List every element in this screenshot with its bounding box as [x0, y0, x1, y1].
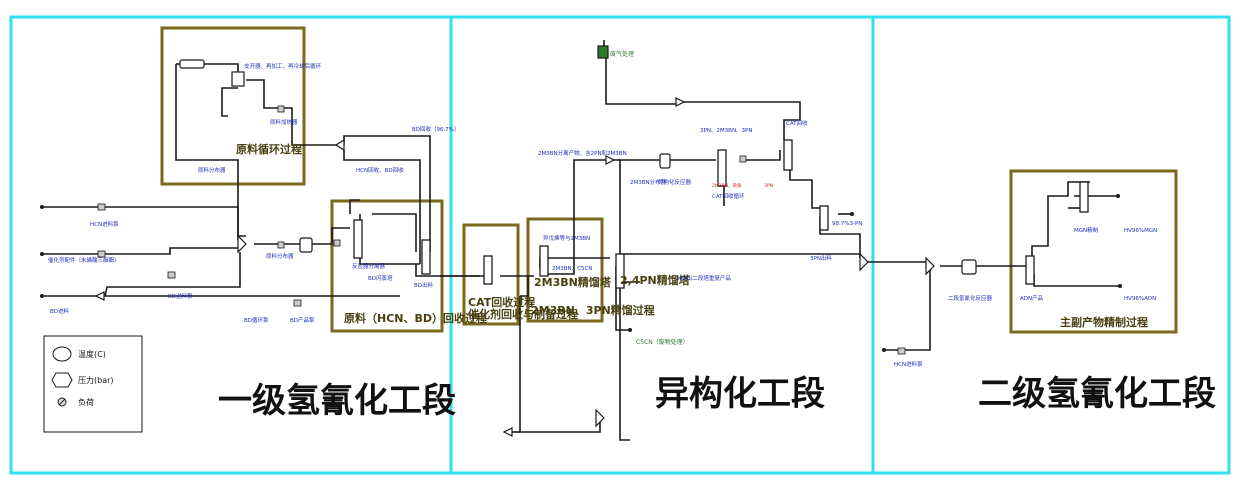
- label-raw-mixer: 原料分布器: [198, 166, 226, 174]
- caption-hcn-bd-recovery: 原料（HCN、BD）回收过程: [344, 311, 487, 325]
- endpoints: [40, 194, 1122, 352]
- label-pn-out: 3PN出料: [810, 254, 832, 262]
- label-bd-flash: BD闪蒸塔: [368, 274, 393, 282]
- label-reactor1: 反应器分离器: [352, 262, 386, 270]
- legend-temp: 温度(C): [78, 349, 106, 359]
- label-bd-out: BD出料: [414, 281, 434, 289]
- label-hv-adn: HV96%ADN: [1124, 296, 1156, 302]
- label-c5cn-feed: 2M3BN、C5CN: [552, 266, 592, 272]
- label-hcn-bd-out: HCN回收、BD回收: [356, 166, 404, 174]
- box-raw-recycle: [160, 26, 306, 186]
- section-title-second: 二级氢氰化工段: [978, 374, 1216, 414]
- label-distill-3pn: 2,4PN精馏塔: [620, 273, 691, 287]
- label-cat-recycle: CAT回收循环: [712, 192, 745, 200]
- legend-pressure: 压力(bar): [78, 375, 114, 385]
- label-side-recycle: 支开器、再加工、再冷却后循环: [244, 62, 322, 70]
- box-2m3bn-distill: [526, 217, 604, 323]
- temp-symbol: [52, 346, 72, 362]
- label-bd-recycle-top: BD回收（96.7%）: [412, 125, 459, 133]
- label-hcn-feed: HCN进料泵: [90, 220, 119, 228]
- label-mix-2m3bn: 2M3BN分布器: [630, 178, 667, 186]
- box-hcn-bd-recovery: [330, 199, 444, 333]
- label-2m3bn-top: 2M3BN分离产物、含2PN和2M3BN: [538, 149, 627, 157]
- caption-catalyst-prep: 催化剂回收与制备过程: [468, 307, 578, 321]
- label-pn-ratio: 98.7%3-PN: [832, 221, 862, 227]
- label-reactor2: 二段氢氰化反应器: [948, 294, 993, 302]
- label-bd-feed: BD进料: [50, 307, 70, 315]
- label-red-tag1: 2M3BN、杂质: [712, 182, 742, 189]
- label-bd-pump: BD进料泵: [168, 292, 193, 300]
- caption-cat-recovery: CAT回收过程: [468, 295, 535, 309]
- mixers: [94, 97, 935, 437]
- label-adn-out: ADN产品: [1020, 294, 1044, 302]
- pressure-symbol: [51, 372, 73, 388]
- label-red-tag2: 3PN: [764, 183, 773, 189]
- section-title-first: 一级氢氰化工段: [218, 381, 456, 421]
- label-raw-heater: 原料加热器: [270, 118, 298, 126]
- columns: [353, 139, 1089, 289]
- label-iso-2m3bn: 2M3BN精馏塔: [534, 275, 612, 289]
- label-hcn-feed2: HCN进料泵: [894, 360, 923, 368]
- label-cat-feed: 催化剂配件（未磷酸三酯酯）: [48, 256, 120, 264]
- outer-frame: [9, 15, 1231, 475]
- label-bd-recycle-pump: BD循环泵: [244, 316, 269, 324]
- label-hv-mgn: HV96%MGN: [1124, 228, 1157, 234]
- label-iso-mid: 3PN、2M3BN、3PN: [700, 128, 753, 134]
- label-iso-col: 异戊烯等与2M3BN: [543, 234, 590, 242]
- box-refine-2nd: [1009, 169, 1178, 334]
- caption-2m3bn-distill: 2M3BN、3PN精馏过程: [531, 303, 655, 317]
- caption-refine-2nd: 主副产物精制过程: [1060, 315, 1148, 329]
- legend: 温度(C) 压力(bar) 负荷: [43, 335, 143, 433]
- box-cat-recovery: [462, 223, 520, 326]
- section-title-iso: 异构化工段: [655, 374, 825, 414]
- label-mixer1: 原料分布器: [266, 252, 294, 260]
- label-iso-reactor: 异构化反应器: [658, 178, 692, 186]
- label-gas-vent: 废气处理: [610, 50, 634, 58]
- caption-raw-recycle: 原料循环过程: [236, 142, 302, 156]
- reactors: [179, 45, 977, 275]
- label-mgn-out: MGN精制: [1074, 226, 1099, 234]
- label-side-3pn: 3PN出二段塔重复产品: [676, 274, 731, 282]
- label-c5cn-out: C5CN（废物处理）: [636, 338, 689, 346]
- legend-duty: 负荷: [78, 397, 94, 407]
- label-cat: CAT回收: [786, 119, 808, 127]
- label-bd-product-pump: BD产品泵: [290, 316, 315, 324]
- valves: [97, 105, 906, 355]
